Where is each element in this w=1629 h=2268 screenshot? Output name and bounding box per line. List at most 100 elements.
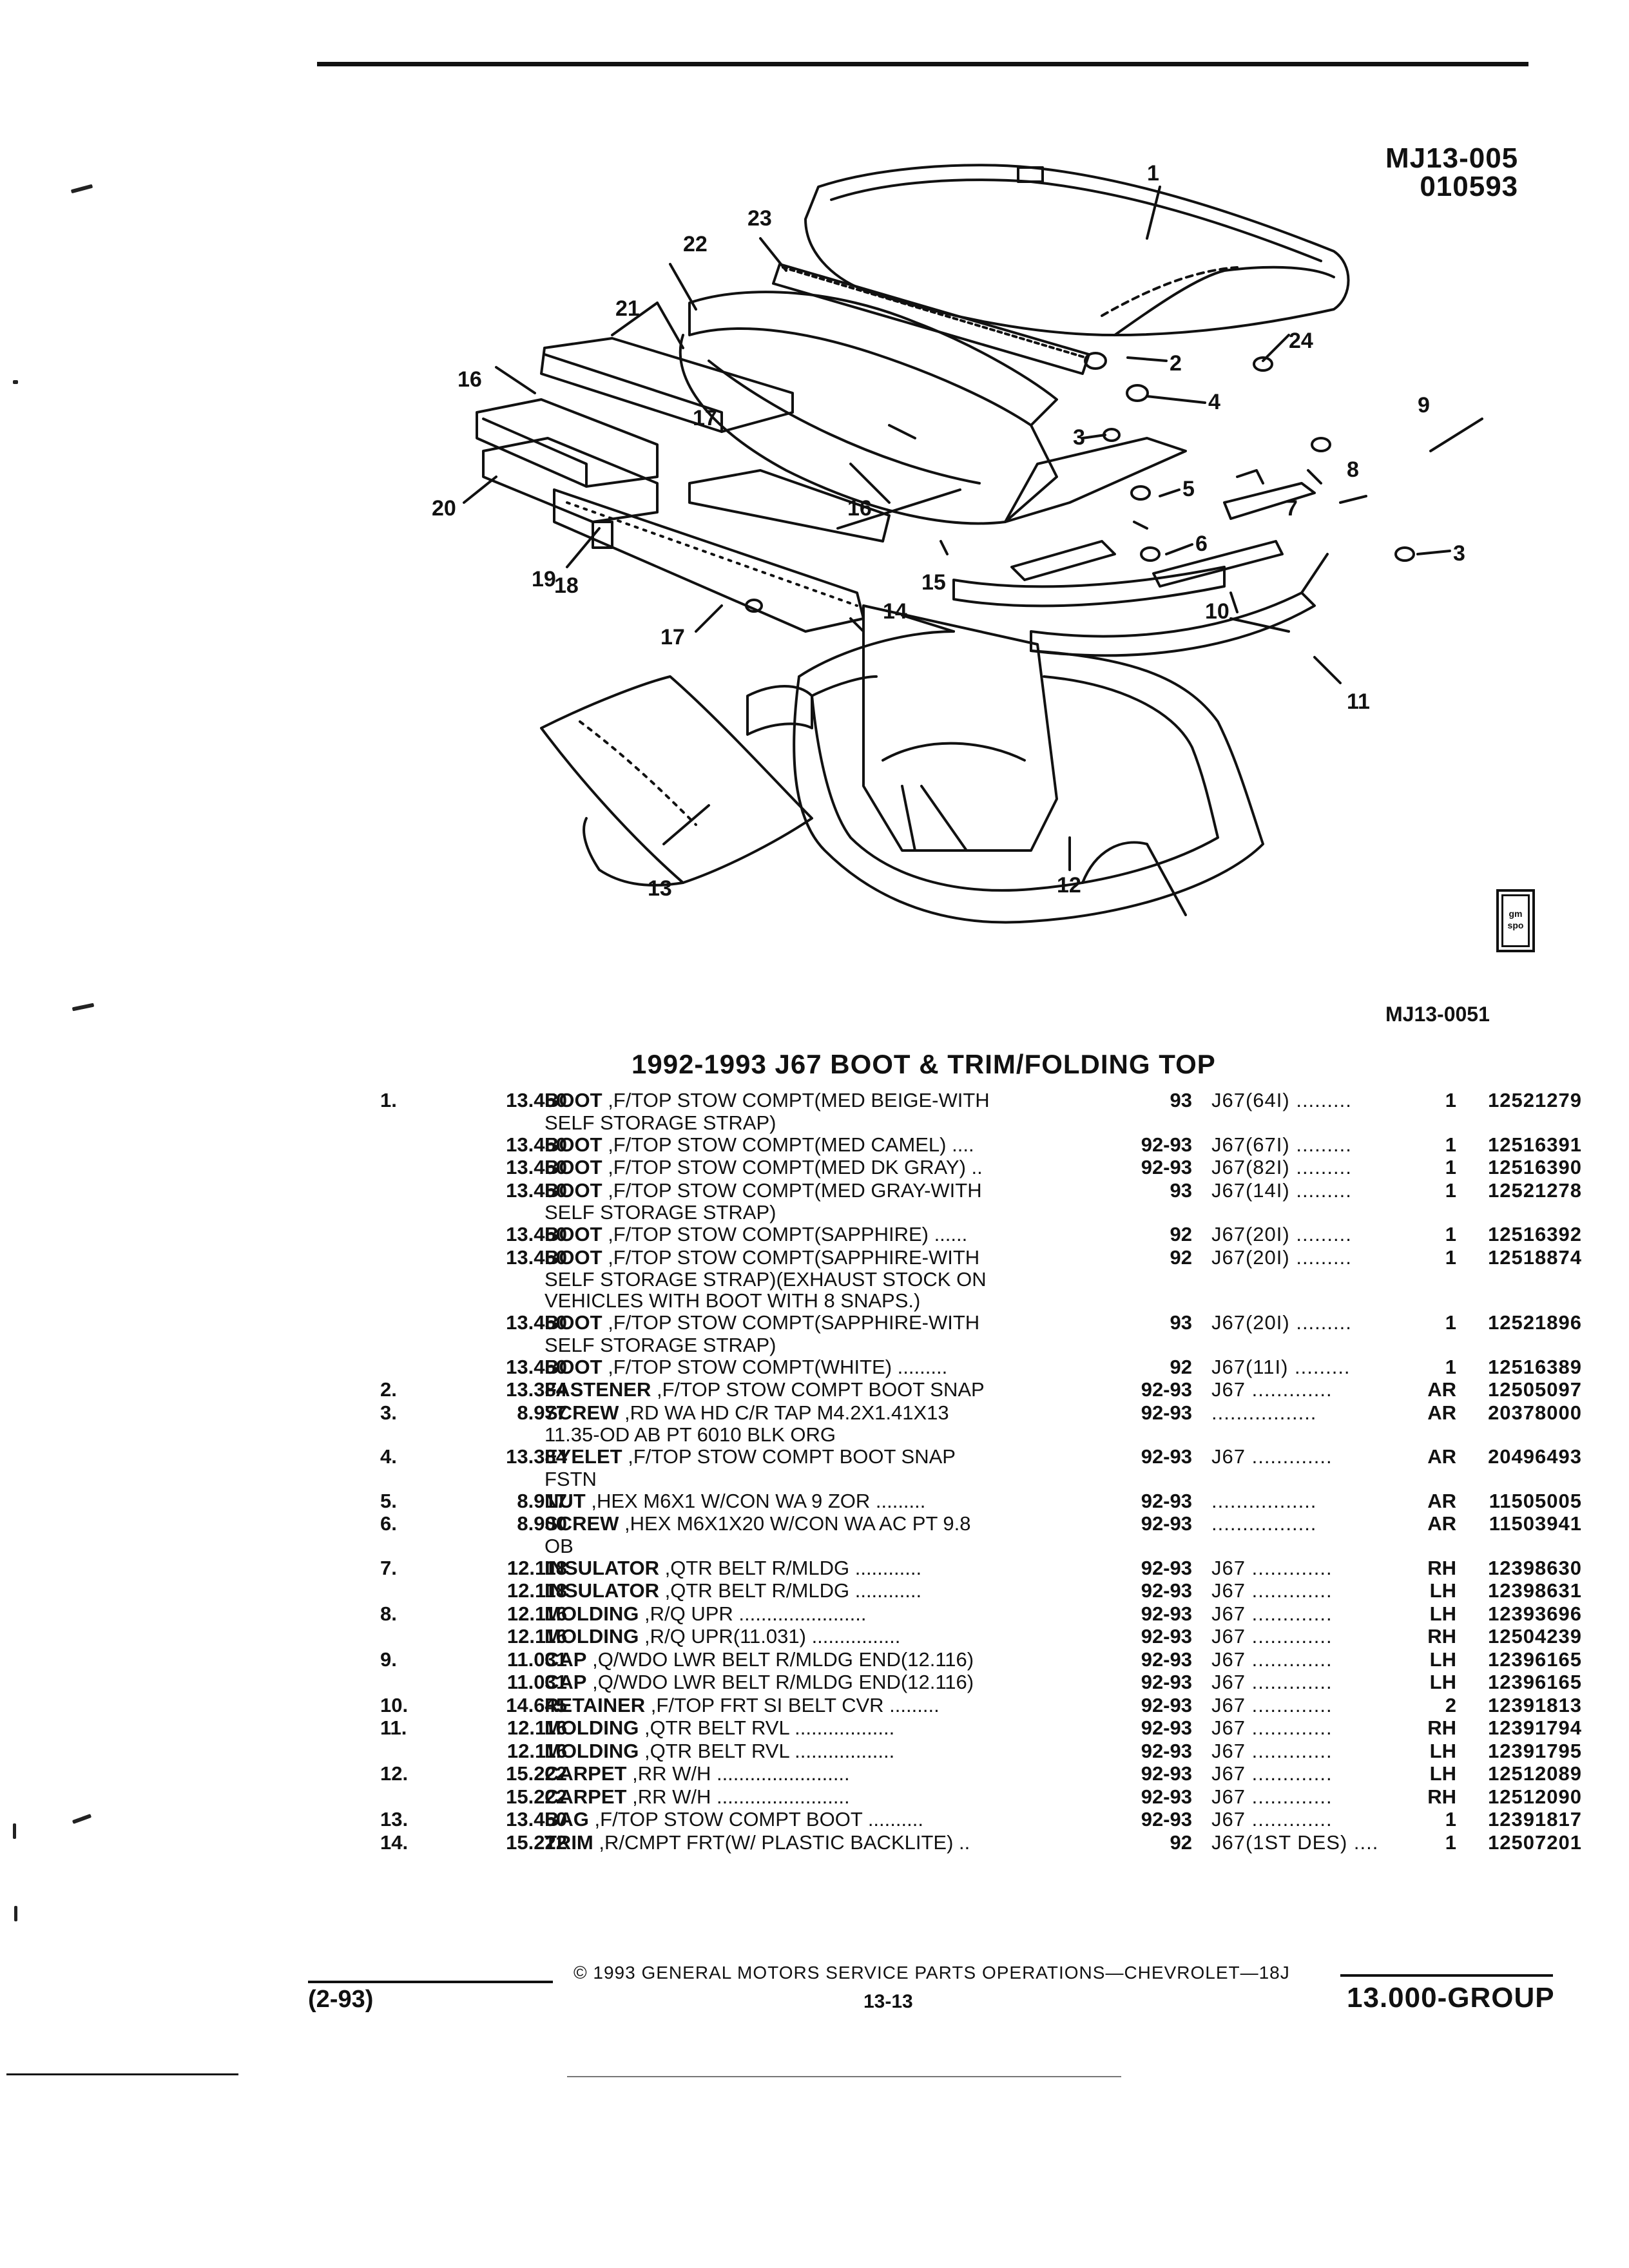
parts-row-continuation: OB [380, 1535, 1559, 1557]
callout-6: 6 [1195, 532, 1208, 556]
quantity: 1 [1445, 1311, 1456, 1334]
part-description: BAG ,F/TOP STOW COMPT BOOT .......... [545, 1808, 1079, 1831]
footer-rule-left [308, 1981, 553, 1983]
section-title: 1992-1993 J67 BOOT & TRIM/FOLDING TOP [631, 1049, 1216, 1079]
option-code: J67 ............. [1211, 1625, 1333, 1648]
quantity: AR [1427, 1401, 1456, 1424]
part-bag-illustration [540, 675, 813, 887]
part-desc-text: SELF STORAGE STRAP)(EXHAUST STOCK ON [545, 1268, 987, 1291]
part-description: MOLDING ,R/Q UPR ....................... [545, 1602, 1079, 1626]
part-trim-carpet-illustration [746, 604, 1264, 924]
part-number: 12393696 [1488, 1602, 1582, 1625]
part-description: BOOT ,F/TOP STOW COMPT(WHITE) ......... [545, 1356, 1079, 1379]
margin-mark [13, 380, 18, 384]
part-name: BOOT [545, 1133, 602, 1156]
part-number: 12391813 [1488, 1693, 1582, 1716]
callout-19: 19 [532, 567, 556, 591]
part-number: 12518874 [1488, 1245, 1582, 1269]
quantity: 2 [1445, 1693, 1456, 1716]
callout-15: 15 [921, 570, 946, 595]
option-code: J67 ............. [1211, 1785, 1333, 1808]
callout-20: 20 [432, 496, 456, 521]
option-code: J67 ............. [1211, 1671, 1333, 1693]
bottom-scan-line [6, 2073, 238, 2075]
part-desc-text: ,F/TOP FRT SI BELT CVR ......... [650, 1693, 940, 1716]
quantity: LH [1429, 1648, 1456, 1671]
callout-10: 10 [1205, 599, 1229, 624]
option-code: J67 ............. [1211, 1808, 1333, 1831]
ref-number: 13. [380, 1808, 409, 1831]
option-code: J67 ............. [1211, 1693, 1333, 1716]
part-desc-text: ,F/TOP STOW COMPT(WHITE) ......... [608, 1355, 948, 1378]
quantity: AR [1427, 1378, 1456, 1401]
group-number: 13.384 [506, 1378, 567, 1401]
part-rails-illustration [476, 337, 961, 633]
callout-23: 23 [747, 206, 772, 231]
ref-number: 2. [380, 1378, 397, 1401]
part-name: INSULATOR [545, 1556, 659, 1579]
part-number: 12391794 [1488, 1716, 1582, 1739]
quantity: 1 [1445, 1223, 1456, 1245]
group-number: 13.450 [506, 1223, 567, 1245]
group-number: 13.450 [506, 1245, 567, 1269]
quantity: LH [1429, 1739, 1456, 1762]
quantity: 1 [1445, 1133, 1456, 1156]
group-number: 12.116 [506, 1716, 567, 1739]
part-desc-text: ,HEX M6X1 W/CON WA 9 ZOR ......... [591, 1489, 926, 1512]
group-number: 8.917 [517, 1489, 567, 1512]
part-desc-text: SELF STORAGE STRAP) [545, 1333, 776, 1356]
part-desc-text: ,F/TOP STOW COMPT BOOT SNAP [628, 1445, 956, 1468]
part-name: BOOT [545, 1245, 602, 1269]
part-lid-illustration [679, 263, 1187, 525]
part-description: SCREW ,HEX M6X1X20 W/CON WA AC PT 9.8 [545, 1512, 1079, 1535]
option-code: J67 ............. [1211, 1739, 1333, 1762]
gm-spo-logo-text: gm spo [1501, 894, 1530, 947]
quantity: RH [1427, 1556, 1456, 1579]
model-years: 92-93 [1141, 1156, 1192, 1178]
part-description: BOOT ,F/TOP STOW COMPT(MED CAMEL) .... [545, 1133, 1079, 1157]
part-description: CARPET ,RR W/H ........................ [545, 1785, 1079, 1809]
part-description: MOLDING ,QTR BELT RVL .................. [545, 1740, 1079, 1763]
option-code: J67(20I) ......... [1211, 1223, 1352, 1245]
quantity: 1 [1445, 1156, 1456, 1178]
model-years: 92-93 [1141, 1133, 1192, 1156]
callout-9: 9 [1418, 393, 1430, 418]
part-description: CAP ,Q/WDO LWR BELT R/MLDG END(12.116) [545, 1671, 1079, 1694]
model-years: 92-93 [1141, 1556, 1192, 1579]
callout-17a: 17 [693, 406, 717, 430]
group-number: 12.118 [506, 1556, 567, 1579]
callout-18: 18 [554, 573, 579, 598]
part-name: CARPET [545, 1785, 627, 1808]
quantity: 1 [1445, 1831, 1456, 1854]
part-name: RETAINER [545, 1693, 646, 1716]
option-code: J67(14I) ......... [1211, 1178, 1352, 1202]
part-name: BOOT [545, 1311, 602, 1334]
model-years: 92-93 [1141, 1602, 1192, 1625]
part-description: VEHICLES WITH BOOT WITH 8 SNAPS.) [545, 1290, 1079, 1311]
part-description: OB [545, 1535, 1079, 1557]
part-description: SELF STORAGE STRAP) [545, 1202, 1079, 1223]
part-number: 12391817 [1488, 1808, 1582, 1831]
group-number: 15.222 [506, 1762, 567, 1785]
illustration-reference: MJ13-005 010593 [1385, 144, 1518, 201]
quantity: 1 [1445, 1808, 1456, 1831]
group-number: 11.031 [506, 1648, 567, 1671]
part-desc-text: ,F/TOP STOW COMPT BOOT SNAP [656, 1378, 985, 1401]
part-number: 11505005 [1489, 1489, 1582, 1512]
callout-7: 7 [1286, 496, 1298, 521]
quantity: 1 [1445, 1178, 1456, 1202]
callout-13: 13 [648, 876, 672, 901]
option-code: J67 ............. [1211, 1602, 1333, 1625]
group-number: 13.450 [506, 1133, 567, 1156]
part-description: FSTN [545, 1468, 1079, 1490]
